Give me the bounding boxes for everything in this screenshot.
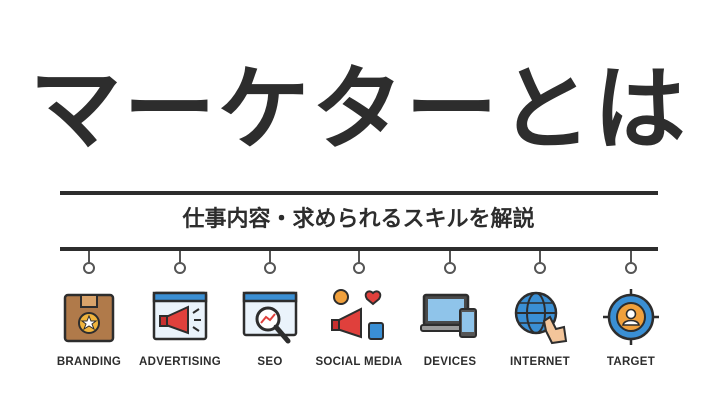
bottom-divider [60,247,658,251]
laptop-phone-icon [420,293,477,338]
topic-devices: DEVICES [400,251,500,391]
topic-label: BRANDING [56,356,122,368]
topic-label: INTERNET [510,356,570,368]
subtitle: 仕事内容・求められるスキルを解説 [182,207,535,232]
magnifier-chart-icon [242,291,298,344]
page-title: マーケターとは [29,56,688,163]
topic-seo: SEO [220,251,320,391]
globe-hand-icon [514,291,568,345]
top-divider [60,191,658,195]
box-badge-icon [63,293,115,343]
topic-target: TARGET [581,251,681,391]
topic-label: SOCIAL MEDIA [315,356,403,368]
topic-label: ADVERTISING [139,356,221,368]
topic-label: DEVICES [423,356,477,368]
topic-label: TARGET [606,356,656,368]
megaphone-window-icon [152,291,208,341]
target-person-icon [603,289,659,345]
topic-label: SEO [257,356,283,368]
topic-internet: INTERNET [490,251,590,391]
megaphone-heart-icon [331,289,384,340]
topic-social-media: SOCIAL MEDIA [309,251,409,391]
topic-branding: BRANDING [39,251,139,391]
topic-icons-row: BRANDING ADVERTISING SEO [0,251,717,391]
topic-advertising: ADVERTISING [130,251,230,391]
